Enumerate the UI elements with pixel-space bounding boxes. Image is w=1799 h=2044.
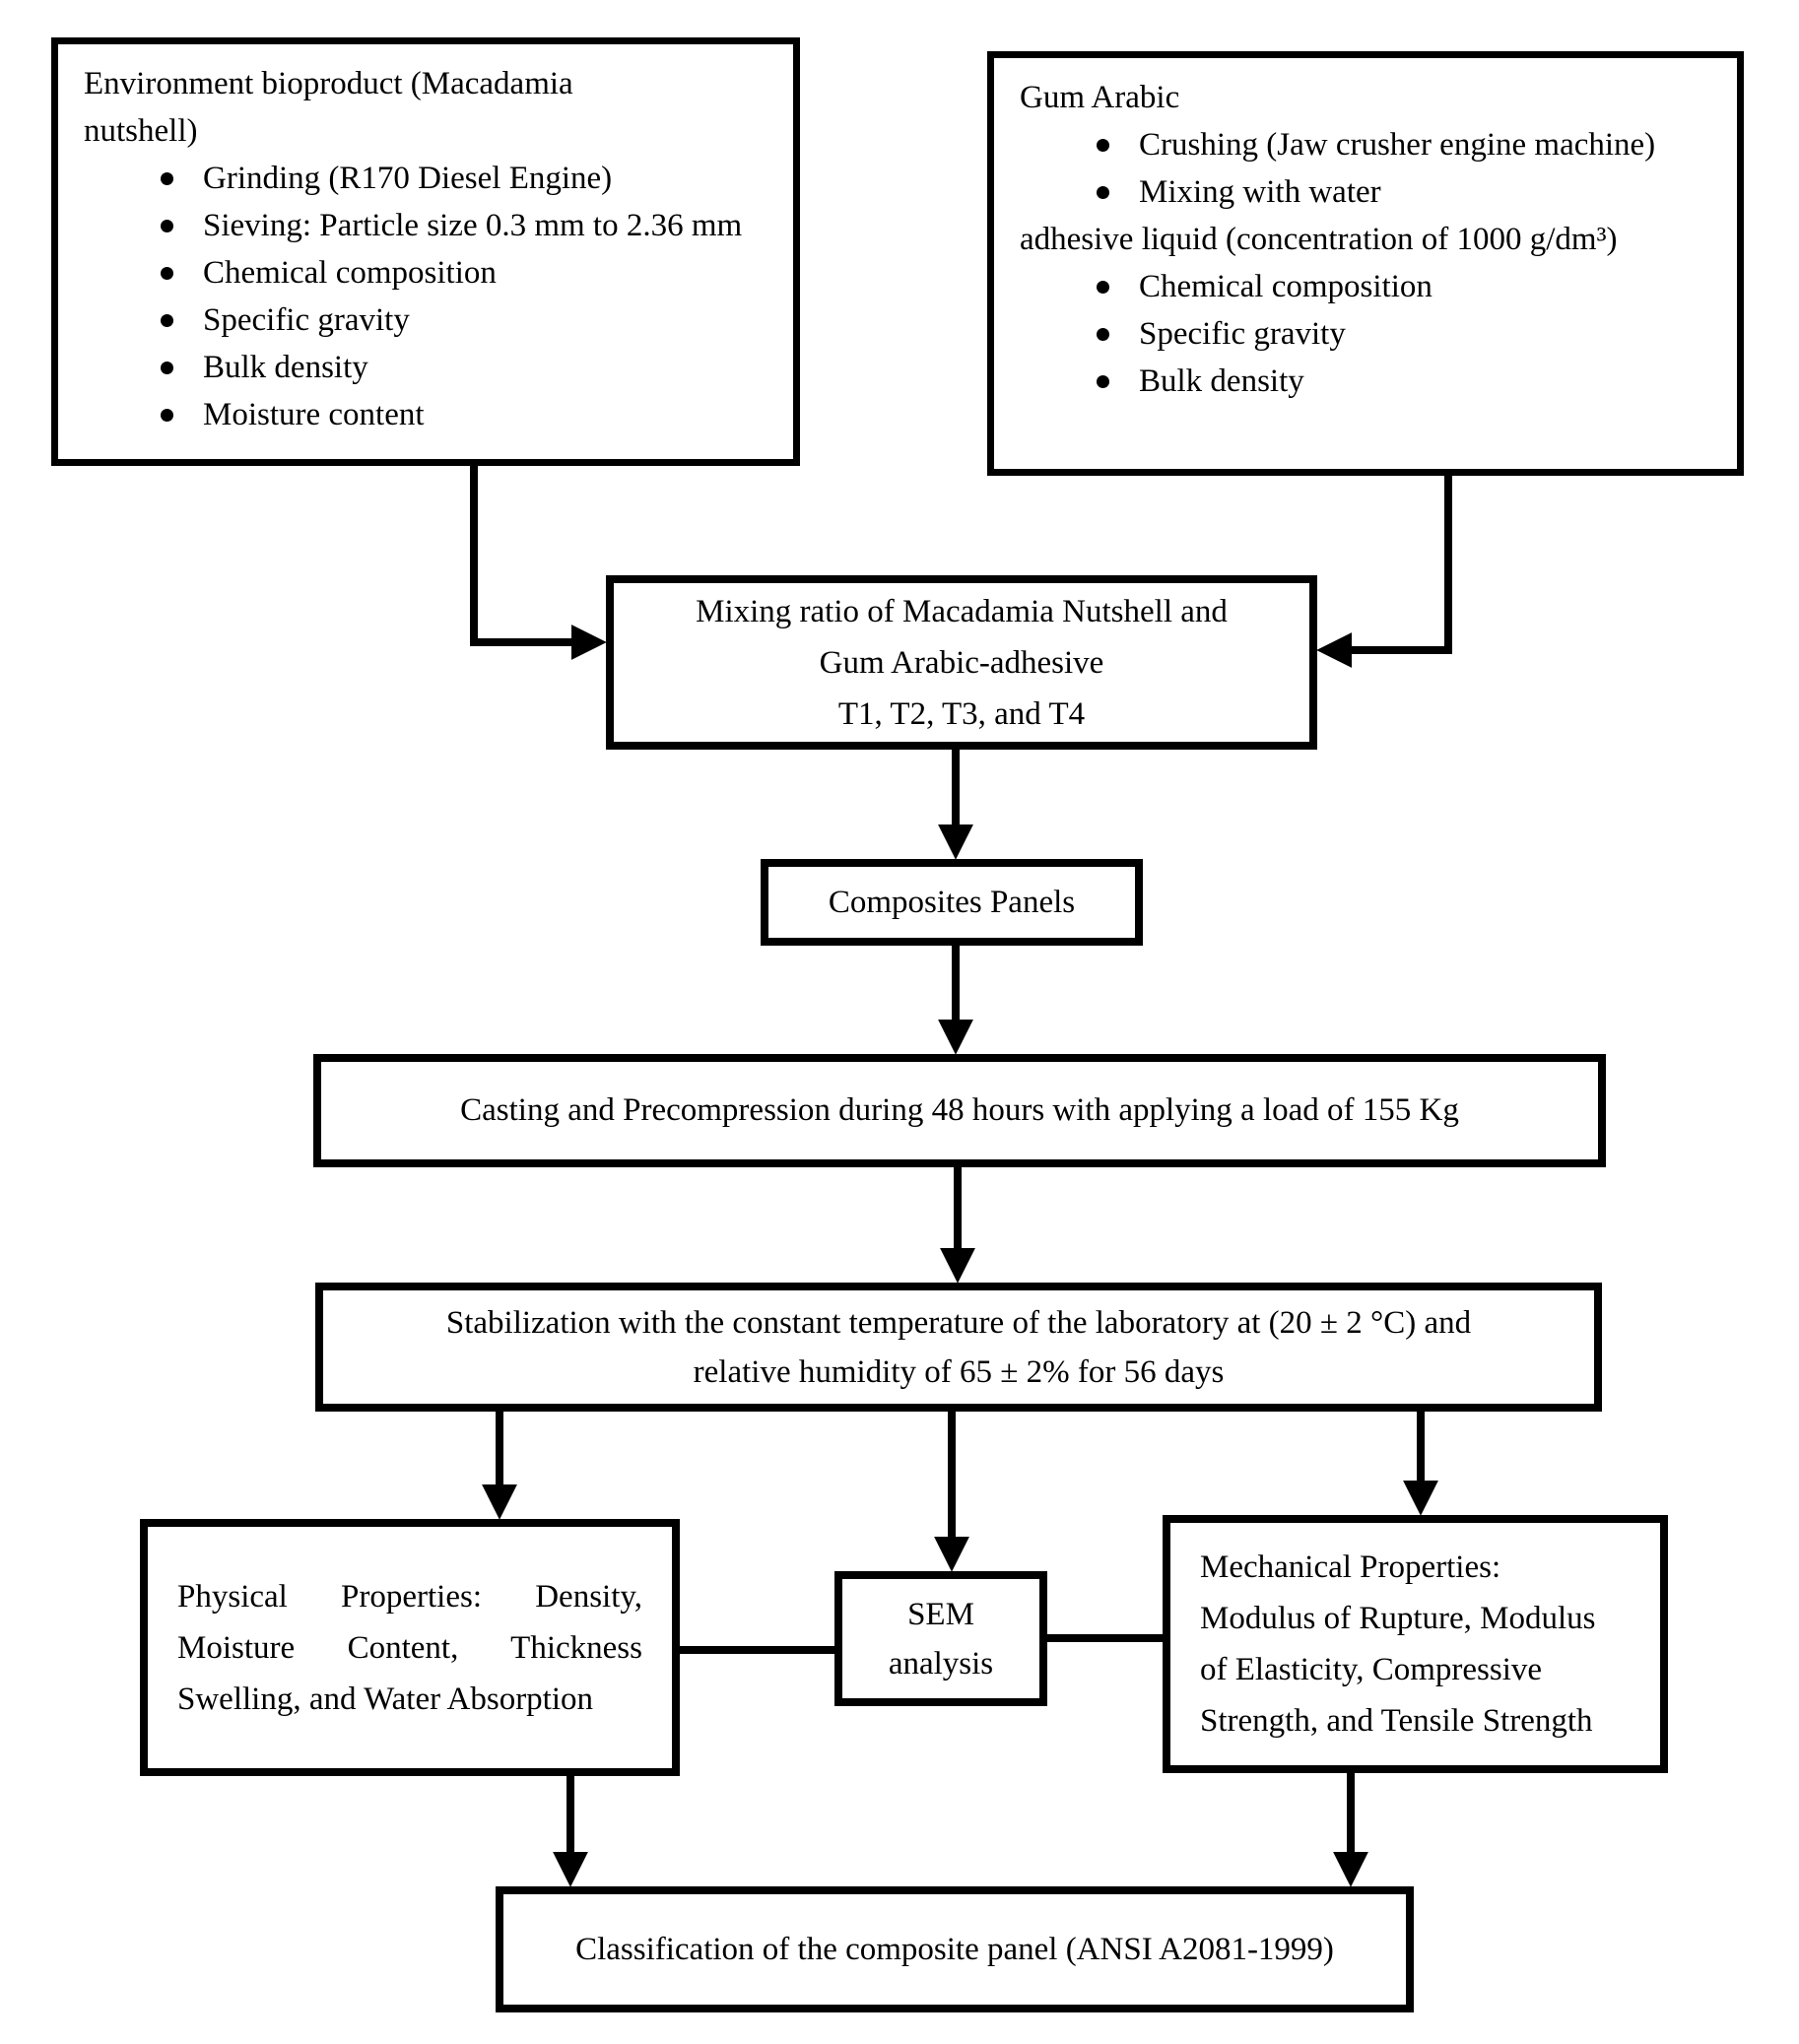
casting-precompression-box: Casting and Precompression during 48 hou… <box>313 1054 1606 1167</box>
macadamia-preparation-box: Environment bioproduct (Macadamia nutshe… <box>51 37 800 466</box>
list-item-text: Sieving: Particle size 0.3 mm to 2.36 mm <box>203 208 743 243</box>
bullet-icon <box>161 362 173 374</box>
list-item-text: Specific gravity <box>203 302 410 338</box>
box-text-line: SEM <box>907 1596 974 1632</box>
list-item-text: Grinding (R170 Diesel Engine) <box>203 161 613 196</box>
sem-analysis-box: SEM analysis <box>834 1571 1047 1706</box>
box-text-line: T1, T2, T3, and T4 <box>837 695 1086 732</box>
box-title-line: Environment bioproduct (Macadamia <box>84 66 573 101</box>
bullet-icon <box>1097 281 1109 294</box>
list-item: Mixing with water <box>1020 168 1711 216</box>
list-item-text: Bulk density <box>203 350 368 385</box>
list-item: Bulk density <box>1020 358 1711 405</box>
mixing-ratio-box: Mixing ratio of Macadamia Nutshell and G… <box>606 575 1317 750</box>
bullet-icon <box>161 220 173 232</box>
composites-panels-box: Composites Panels <box>761 859 1143 946</box>
list-item: Chemical composition <box>84 249 767 297</box>
box-title-line: nutshell) <box>84 113 198 149</box>
list-item-text: Mixing with water <box>1139 174 1381 210</box>
box-text-line: relative humidity of 65 ± 2% for 56 days <box>693 1353 1225 1390</box>
mechanical-properties-box: Mechanical Properties: Modulus of Ruptur… <box>1163 1515 1668 1773</box>
adhesive-liquid-line: adhesive liquid (concentration of 1000 g… <box>1020 222 1618 257</box>
bullet-icon <box>161 172 173 185</box>
box-text: Classification of the composite panel (A… <box>575 1931 1334 1967</box>
box-text-line: Mixing ratio of Macadamia Nutshell and <box>696 593 1228 629</box>
box-title: Mechanical Properties: <box>1200 1549 1501 1585</box>
bullet-icon <box>161 409 173 422</box>
list-item-text: Specific gravity <box>1139 316 1346 352</box>
box-text-line: analysis <box>888 1645 994 1681</box>
list-item: Sieving: Particle size 0.3 mm to 2.36 mm <box>84 202 767 249</box>
box-text-line: Stabilization with the constant temperat… <box>445 1304 1472 1341</box>
bullet-icon <box>1097 375 1109 388</box>
list-item: Moisture content <box>84 391 767 438</box>
bullet-icon <box>161 314 173 327</box>
connector-left-to-mixing <box>470 459 607 660</box>
bullet-icon <box>1097 186 1109 199</box>
list-item: Grinding (R170 Diesel Engine) <box>84 155 767 202</box>
box-title: Gum Arabic <box>1020 80 1180 115</box>
list-item-text: Chemical composition <box>203 255 497 291</box>
box-text: Modulus of Rupture, Modulus of Elasticit… <box>1200 1601 1596 1739</box>
list-item: Specific gravity <box>84 297 767 344</box>
list-item: Specific gravity <box>1020 310 1711 358</box>
box-text: Physical Properties: Density, Moisture C… <box>177 1578 642 1717</box>
physical-properties-box: Physical Properties: Density, Moisture C… <box>140 1519 680 1776</box>
box-text: Casting and Precompression during 48 hou… <box>460 1092 1459 1128</box>
list-item: Bulk density <box>84 344 767 391</box>
list-item-text: Bulk density <box>1139 363 1304 399</box>
list-item-text: Moisture content <box>203 397 425 432</box>
bullet-icon <box>1097 328 1109 341</box>
bullet-icon <box>1097 139 1109 152</box>
box-text-line: Gum Arabic-adhesive <box>819 644 1104 681</box>
connector-right-to-mixing <box>1316 469 1452 668</box>
box-text: Composites Panels <box>828 884 1076 920</box>
list-item-text: Crushing (Jaw crusher engine machine) <box>1139 127 1656 163</box>
bullet-icon <box>161 267 173 280</box>
classification-box: Classification of the composite panel (A… <box>496 1886 1414 2012</box>
stabilization-box: Stabilization with the constant temperat… <box>315 1283 1602 1412</box>
list-item: Chemical composition <box>1020 263 1711 310</box>
gum-arabic-preparation-box: Gum Arabic Crushing (Jaw crusher engine … <box>987 51 1744 476</box>
list-item-text: Chemical composition <box>1139 269 1433 304</box>
list-item: Crushing (Jaw crusher engine machine) <box>1020 121 1711 168</box>
